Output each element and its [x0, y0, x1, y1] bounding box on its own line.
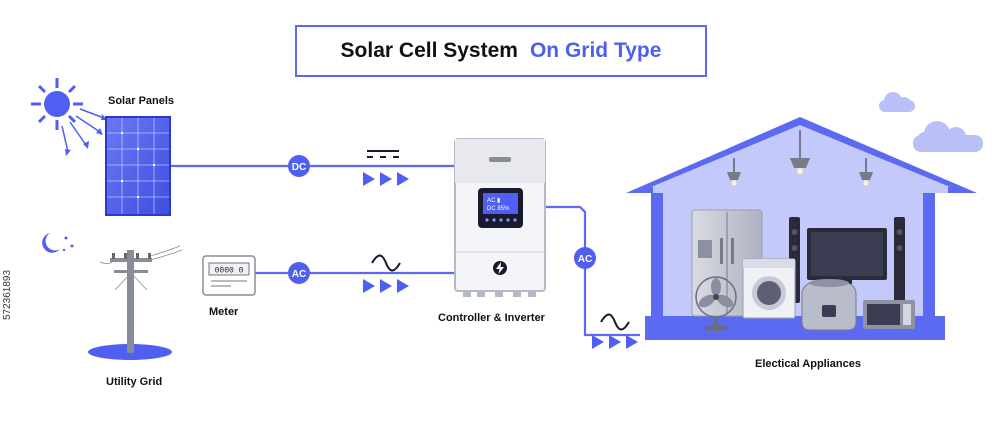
ac-wave-icon: [600, 313, 630, 331]
label-utility-grid: Utility Grid: [106, 376, 163, 388]
ceiling-lamp: [727, 158, 741, 186]
speaker: [894, 217, 905, 303]
ac-out-badge: AC: [574, 247, 596, 269]
stock-id: 572361893: [2, 269, 13, 320]
electric-meter: 0000 0: [202, 255, 256, 296]
label-controller: Controller & Inverter: [438, 312, 545, 324]
label-appliances: Electical Appliances: [755, 358, 861, 370]
title-accent: On Grid Type: [529, 39, 662, 62]
rice-cooker: [801, 279, 857, 331]
moon-icon: [42, 233, 74, 253]
dc-symbol-icon: [367, 150, 399, 158]
arrow-right-icon: [592, 335, 638, 349]
utility-pole: [88, 245, 183, 360]
ac-wave-icon: [371, 254, 401, 272]
sun-icon: [31, 78, 107, 156]
ceiling-lamp: [790, 130, 810, 174]
solar-panel: [105, 116, 171, 216]
diagram-title: Solar Cell System On Grid Type: [295, 25, 707, 77]
fan: [695, 276, 737, 331]
controller-inverter: AC ▮ DC 85%: [454, 138, 546, 297]
wiring: [170, 164, 640, 337]
label-solar-panels: Solar Panels: [108, 95, 175, 107]
arrow-right-icon: [363, 279, 409, 293]
svg-text:AC: AC: [292, 269, 306, 280]
television: [807, 228, 887, 284]
svg-text:AC: AC: [578, 254, 592, 265]
washing-machine: [742, 258, 796, 319]
ac-grid-badge: AC: [288, 262, 310, 284]
title-main: Solar Cell System: [340, 39, 518, 62]
dc-badge: DC: [288, 155, 310, 177]
inverter-screen-line1: AC ▮: [487, 198, 500, 204]
inverter-screen-line2: DC 85%: [487, 206, 510, 212]
ceiling-lamp: [859, 158, 873, 186]
arrow-right-icon: [363, 172, 409, 186]
lightning-icon: [493, 261, 507, 275]
microwave: [863, 300, 915, 329]
label-meter: Meter: [209, 306, 239, 318]
svg-text:DC: DC: [292, 162, 306, 173]
cloud-icon: [879, 92, 915, 112]
meter-display: 0000 0: [215, 267, 244, 276]
ac-out-line: [545, 205, 640, 337]
cloud-icon: [913, 121, 983, 152]
